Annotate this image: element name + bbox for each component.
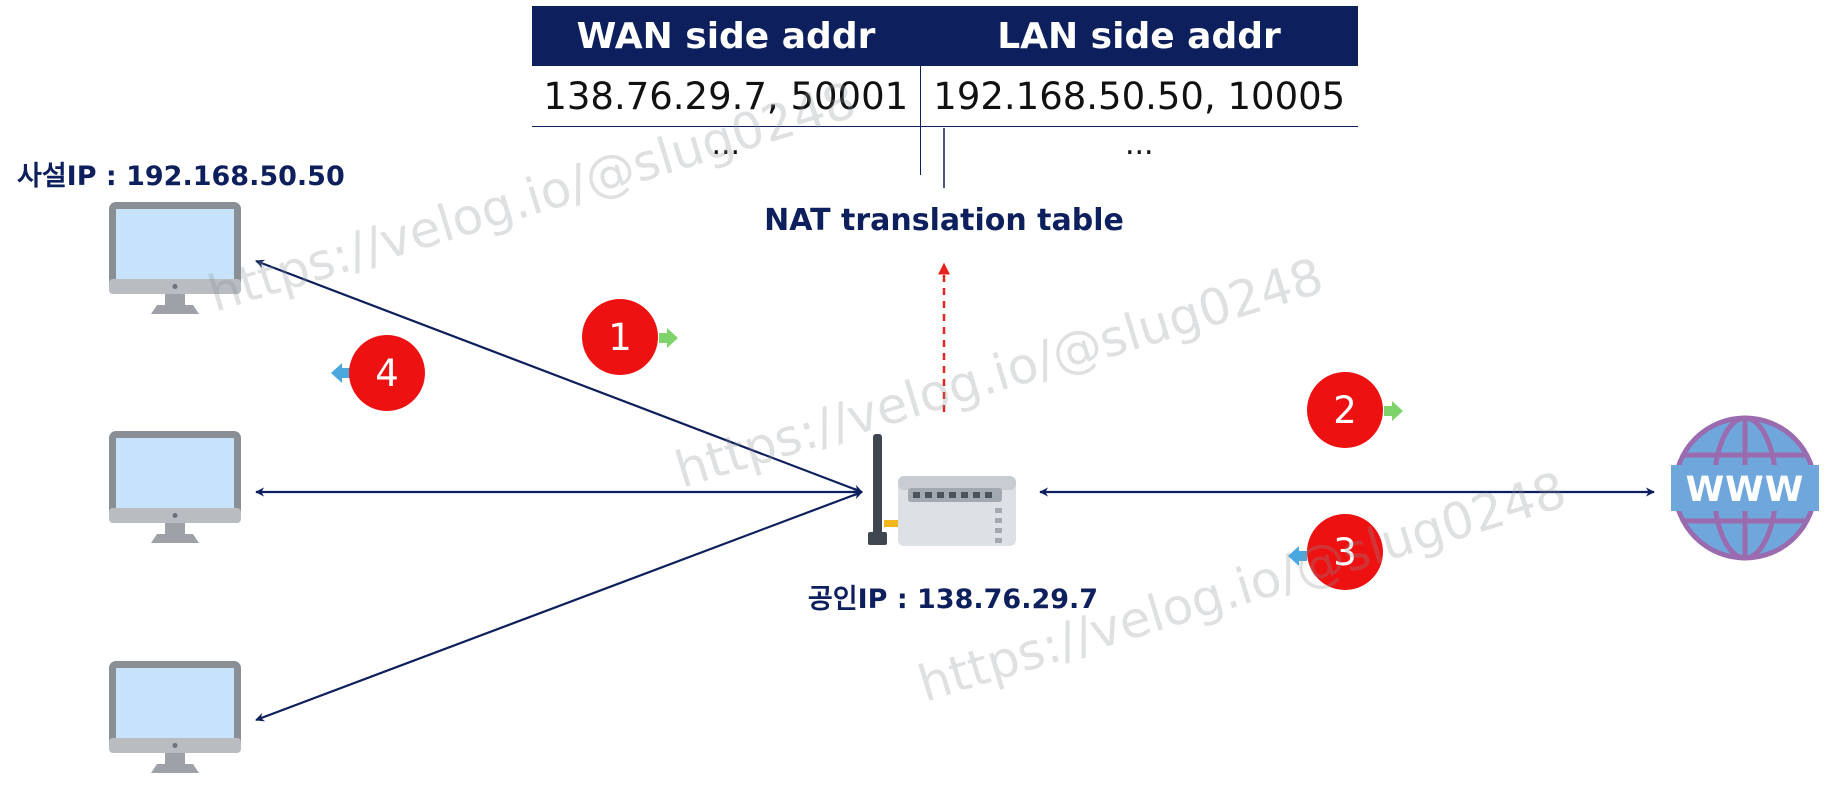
step-badge-3: 3 xyxy=(1288,514,1383,590)
forward-arrow-icon xyxy=(659,328,678,348)
watermark-text: https://velog.io/@slug0248 xyxy=(669,247,1330,499)
cell-wan: ... xyxy=(711,127,741,162)
header-wan: WAN side addr xyxy=(532,6,920,66)
step-badge-4: 4 xyxy=(331,335,425,411)
step-badge-2: 2 xyxy=(1307,372,1403,448)
back-arrow-icon xyxy=(1288,546,1307,566)
public-ip-label: 공인IP : 138.76.29.7 xyxy=(808,584,1098,615)
www-label: WWW xyxy=(1686,470,1805,510)
nat-table-caption: NAT translation table xyxy=(764,203,1124,238)
internet-globe-icon: WWW xyxy=(1671,415,1819,561)
nat-translation-table: WAN side addr LAN side addr 138.76.29.7,… xyxy=(532,6,1358,175)
back-arrow-icon xyxy=(331,363,350,383)
cell-wan: 138.76.29.7, 50001 xyxy=(532,66,920,127)
link-host1-router xyxy=(255,259,863,494)
header-lan: LAN side addr xyxy=(920,6,1358,66)
host-computer-2 xyxy=(109,431,241,543)
cell-lan: 192.168.50.50, 10005 xyxy=(919,66,1358,127)
step-number: 4 xyxy=(375,352,399,395)
forward-arrow-icon xyxy=(1384,401,1403,421)
host-computer-3 xyxy=(109,661,241,773)
step-badge-1: 1 xyxy=(582,299,678,375)
table-row: ... ... xyxy=(532,126,1358,175)
watermark-text: https://velog.io/@slug0248 xyxy=(202,71,863,323)
cell-lan: ... xyxy=(919,126,1358,175)
router-icon xyxy=(868,434,1016,546)
step-number: 1 xyxy=(608,316,632,359)
step-number: 2 xyxy=(1333,389,1357,432)
table-row: 138.76.29.7, 50001 192.168.50.50, 10005 xyxy=(532,66,1358,127)
table-header-row: WAN side addr LAN side addr xyxy=(532,6,1358,66)
link-host3-router xyxy=(255,490,863,722)
private-ip-label: 사설IP : 192.168.50.50 xyxy=(17,161,345,192)
step-number: 3 xyxy=(1333,531,1357,574)
